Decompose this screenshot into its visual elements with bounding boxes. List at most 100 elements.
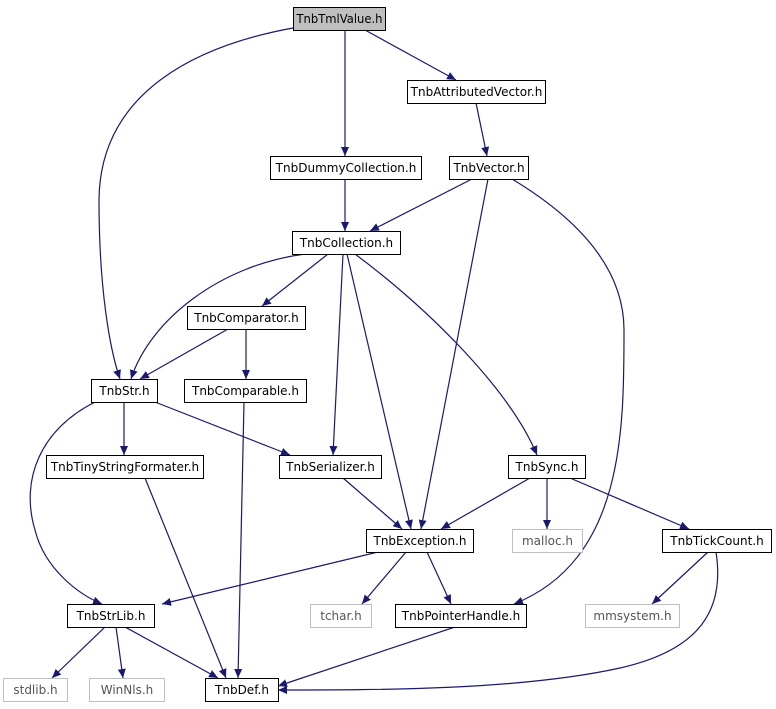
edge-line	[129, 253, 306, 380]
edge-comparator-to-str	[139, 328, 229, 380]
node-box	[662, 529, 772, 553]
edge-collection-to-serializer	[329, 253, 344, 456]
node-box	[67, 604, 155, 628]
edge-line	[115, 626, 126, 679]
node-box	[292, 231, 401, 255]
edge-line	[51, 626, 106, 679]
edge-line	[329, 253, 344, 456]
node-label: TnbException.h	[372, 534, 466, 548]
node-dummycollection[interactable]: TnbDummyCollection.h	[270, 156, 422, 180]
node-box	[91, 379, 158, 403]
node-mmsystem: mmsystem.h	[585, 604, 680, 628]
node-box	[184, 379, 307, 403]
node-label: TnbTinyStringFormater.h	[50, 460, 199, 474]
node-exception[interactable]: TnbException.h	[366, 529, 474, 553]
node-str[interactable]: TnbStr.h	[91, 379, 158, 403]
node-label: malloc.h	[522, 534, 573, 548]
edge-line	[651, 551, 709, 605]
node-vector[interactable]: TnbVector.h	[449, 156, 529, 180]
edge-root-to-attributedvector	[364, 29, 457, 81]
edge-strlib-to-winnls	[115, 626, 126, 679]
node-box	[187, 306, 306, 330]
node-strlib[interactable]: TnbStrLib.h	[67, 604, 155, 628]
edge-line	[261, 253, 329, 307]
node-box	[395, 604, 527, 628]
edge-line	[418, 178, 489, 530]
edge-sync-to-exception	[440, 477, 531, 530]
node-box	[293, 7, 386, 31]
nodes-layer: TnbTmlValue.hTnbAttributedVector.hTnbDum…	[3, 7, 772, 702]
node-label: TnbPointerHandle.h	[401, 609, 520, 623]
edge-tickcount-to-def	[277, 551, 719, 694]
edge-line	[475, 102, 490, 157]
edge-tickcount-to-mmsystem	[651, 551, 709, 605]
node-label: TnbDef.h	[214, 683, 269, 697]
edge-vector-to-exception	[418, 178, 489, 530]
node-label: TnbCollection.h	[299, 236, 393, 250]
node-label: TnbAttributedVector.h	[410, 85, 543, 99]
node-box	[270, 156, 422, 180]
node-box	[3, 678, 68, 702]
edge-vector-to-collection	[369, 178, 473, 232]
node-box	[366, 529, 474, 553]
edge-line	[139, 328, 229, 380]
edge-line	[29, 401, 103, 605]
node-tchar: tchar.h	[310, 604, 372, 628]
edge-line	[361, 551, 407, 605]
node-tickcount[interactable]: TnbTickCount.h	[662, 529, 772, 553]
edge-collection-to-exception	[346, 253, 413, 530]
edge-line	[144, 477, 227, 679]
edge-line	[364, 29, 457, 81]
edge-line	[277, 626, 456, 687]
node-label: TnbStr.h	[98, 384, 149, 398]
node-label: TnbSync.h	[515, 460, 579, 474]
edge-line	[154, 401, 291, 456]
node-label: stdlib.h	[13, 683, 57, 697]
edge-line	[426, 551, 452, 605]
edge-line	[234, 401, 245, 679]
edge-line	[342, 477, 403, 530]
node-winnls: WinNls.h	[89, 678, 165, 702]
edges-layer	[29, 27, 719, 694]
node-box	[512, 529, 583, 553]
edge-exception-to-tchar	[361, 551, 407, 605]
edge-line	[277, 551, 719, 694]
node-root[interactable]: TnbTmlValue.h	[293, 7, 386, 31]
node-stdlib: stdlib.h	[3, 678, 68, 702]
node-malloc: malloc.h	[512, 529, 583, 553]
node-serializer[interactable]: TnbSerializer.h	[279, 455, 382, 479]
edge-serializer-to-exception	[342, 477, 403, 530]
edge-sync-to-tickcount	[569, 477, 690, 530]
node-comparator[interactable]: TnbComparator.h	[187, 306, 306, 330]
node-label: TnbTmlValue.h	[296, 12, 383, 26]
edge-attributedvector-to-vector	[475, 102, 490, 157]
node-tinystringformater[interactable]: TnbTinyStringFormater.h	[46, 455, 204, 479]
edge-collection-to-str	[129, 253, 306, 380]
node-label: TnbStrLib.h	[76, 609, 146, 623]
edge-line	[369, 178, 473, 232]
node-label: mmsystem.h	[593, 609, 671, 623]
edge-strlib-to-def	[124, 626, 219, 679]
edge-line	[440, 477, 531, 530]
node-comparable[interactable]: TnbComparable.h	[184, 379, 307, 403]
node-box	[279, 455, 382, 479]
edge-exception-to-pointerhandle	[426, 551, 452, 605]
edge-line	[124, 626, 219, 679]
edge-line	[569, 477, 690, 530]
node-box	[407, 80, 546, 104]
edge-exception-to-strlib	[161, 551, 379, 606]
edge-pointerhandle-to-def	[277, 626, 456, 687]
node-attributedvector[interactable]: TnbAttributedVector.h	[407, 80, 546, 104]
node-collection[interactable]: TnbCollection.h	[292, 231, 401, 255]
node-pointerhandle[interactable]: TnbPointerHandle.h	[395, 604, 527, 628]
edge-str-to-serializer	[154, 401, 291, 456]
node-box	[508, 455, 586, 479]
node-label: TnbTickCount.h	[669, 534, 763, 548]
edge-line	[354, 253, 538, 456]
node-label: TnbSerializer.h	[285, 460, 375, 474]
node-sync[interactable]: TnbSync.h	[508, 455, 586, 479]
node-def[interactable]: TnbDef.h	[205, 678, 279, 702]
edge-strlib-to-stdlib	[51, 626, 106, 679]
node-box	[205, 678, 279, 702]
edge-collection-to-sync	[354, 253, 538, 456]
